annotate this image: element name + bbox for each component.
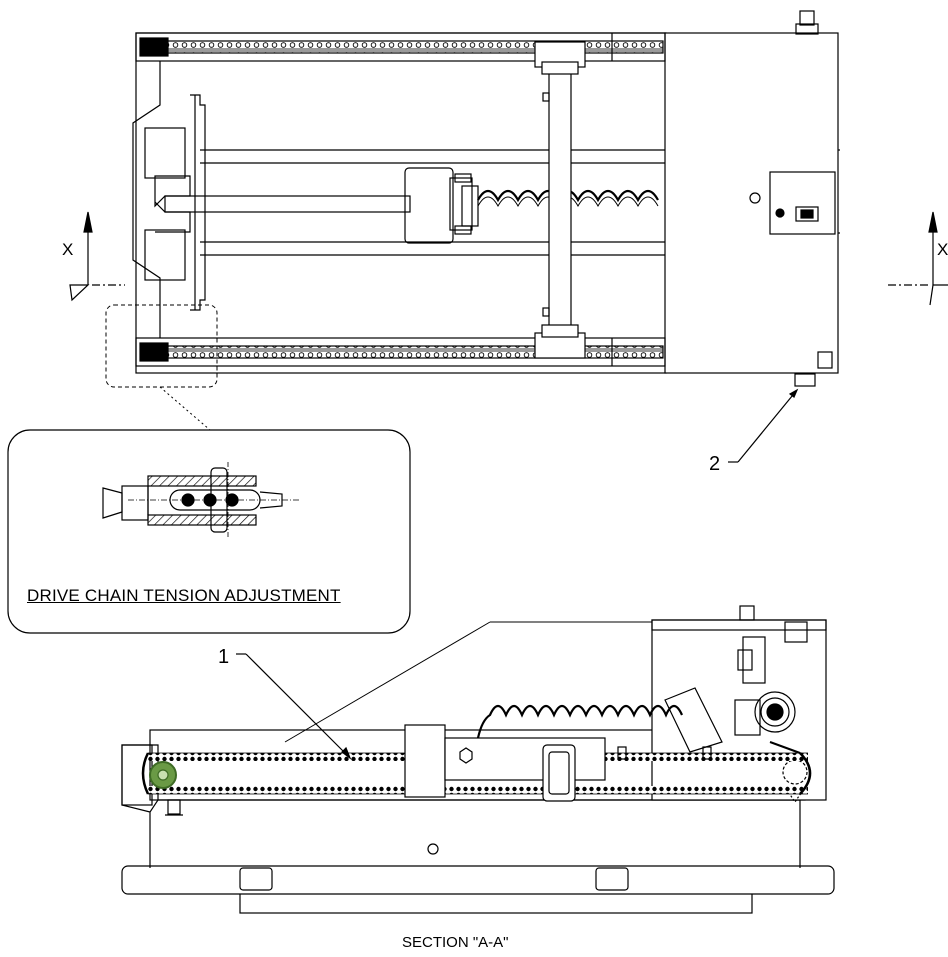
detail-region xyxy=(105,304,218,388)
section-marker-left xyxy=(69,211,125,302)
center-shaft xyxy=(164,195,411,213)
section-marker-right xyxy=(888,211,948,306)
drive-cover xyxy=(664,32,839,374)
bottom-chain-rail xyxy=(135,337,666,367)
section-mark-right-label: X xyxy=(937,240,948,259)
leader-2 xyxy=(728,388,799,463)
section-caption: SECTION "A-A" xyxy=(402,934,509,951)
callout-2-label: 2 xyxy=(709,453,721,475)
base-plate xyxy=(121,865,835,895)
switch-panel xyxy=(769,171,836,235)
carriage xyxy=(404,167,454,244)
section-mark-left-label: X xyxy=(62,240,74,259)
detail-caption: DRIVE CHAIN TENSION ADJUSTMENT xyxy=(27,586,341,605)
top-chain-rail xyxy=(135,32,666,62)
motor-drum xyxy=(754,691,796,733)
callout-1-label: 1 xyxy=(218,646,230,668)
tension-detail xyxy=(7,429,411,634)
left-bearing-block-top xyxy=(144,127,186,179)
cross-beam xyxy=(548,61,572,339)
section-view xyxy=(121,605,835,914)
top-plan-view xyxy=(105,10,840,431)
frame-outline xyxy=(135,32,667,374)
left-bearing-block-bottom xyxy=(144,229,186,281)
coil-cable-side xyxy=(476,704,684,739)
